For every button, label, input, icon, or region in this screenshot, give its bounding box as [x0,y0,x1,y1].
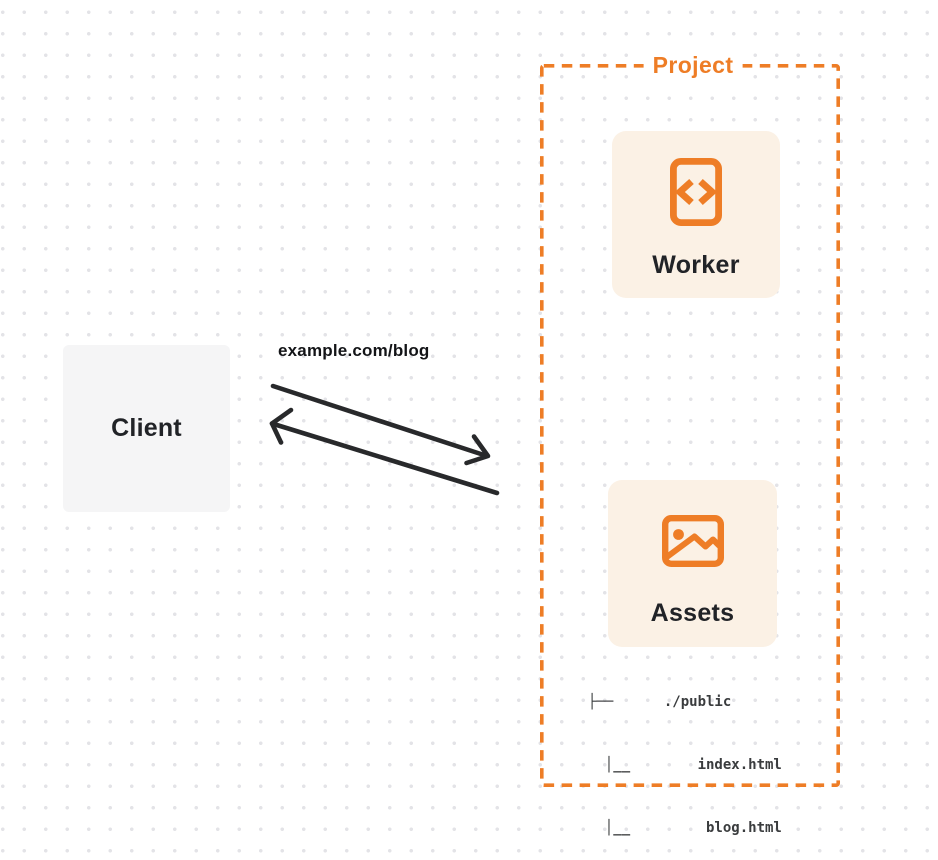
response-arrow [269,407,500,496]
file-tree-line: │__ blog.html [588,820,782,836]
assets-card: Assets [608,480,777,647]
worker-label: Worker [652,251,740,279]
client-label: Client [111,414,182,442]
client-box: Client [63,345,230,512]
request-url-label: example.com/blog [278,341,430,360]
code-file-icon [670,158,722,226]
request-arrow [270,383,491,466]
file-tree-line: ├── ./public [588,694,732,710]
worker-card: Worker [612,131,780,298]
image-icon [661,515,724,567]
file-tree-line: │__ index.html [588,757,782,773]
project-title: Project [643,51,743,79]
assets-file-tree: ├── ./public │__ index.html │__ blog.htm… [588,650,782,860]
assets-label: Assets [650,599,735,627]
